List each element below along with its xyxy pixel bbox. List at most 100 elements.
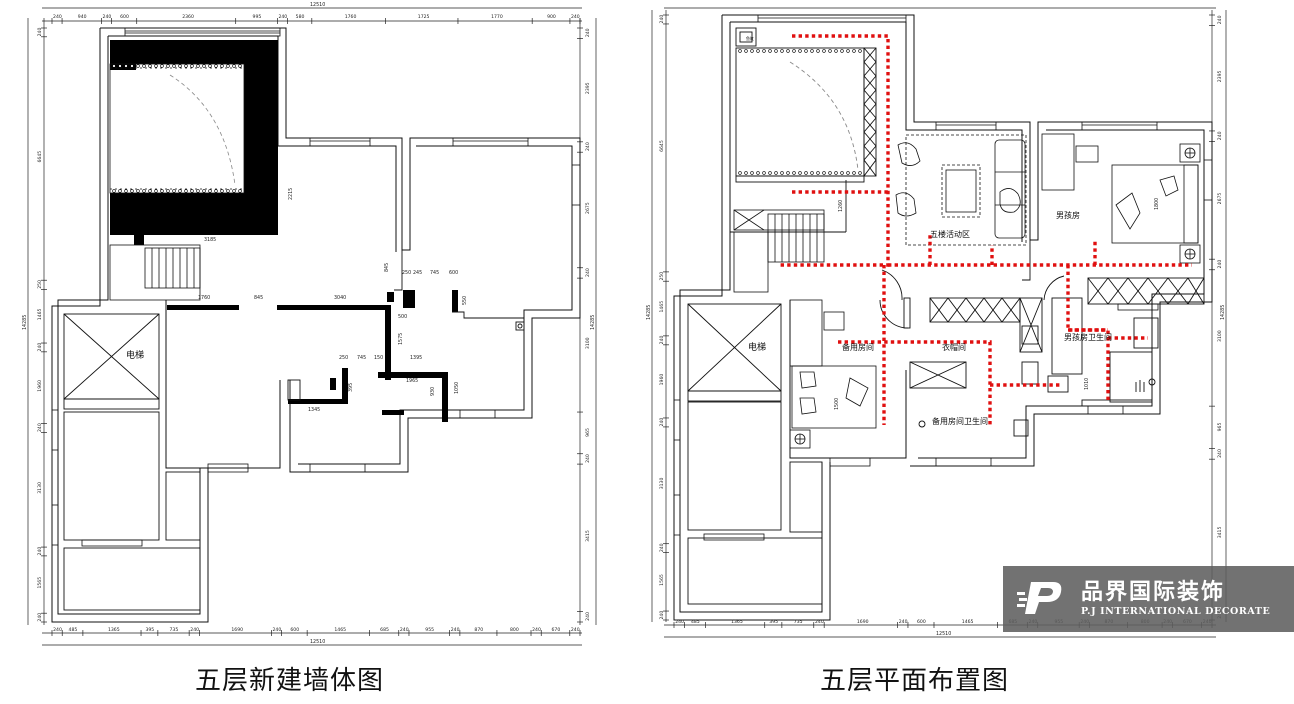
dim-label: 670 xyxy=(552,627,561,633)
lower-rooms-left xyxy=(63,379,301,611)
dim-label: 500 xyxy=(398,314,407,320)
void-bead-row xyxy=(738,49,862,175)
activity-furniture xyxy=(895,134,1027,246)
dim-label: 240 xyxy=(585,454,591,463)
dim-label: 240 xyxy=(272,627,281,633)
bead-dot xyxy=(196,189,200,193)
bead-dot xyxy=(816,171,820,175)
dim-label: 3185 xyxy=(204,237,216,243)
bead-dot xyxy=(178,189,182,193)
dimension-ticks-bottom xyxy=(51,630,581,636)
dim-total-left: 14285 xyxy=(646,305,652,320)
dim-label: 735 xyxy=(170,627,179,633)
caption-layout-plan: 五层平面布置图 xyxy=(820,666,1010,696)
room-label-closet: 衣帽间 xyxy=(942,342,966,352)
dim-total-bottom: 12510 xyxy=(936,631,951,637)
skylight-bead-row xyxy=(112,64,242,193)
bead-dot xyxy=(220,64,224,68)
dim-label: 240 xyxy=(675,619,684,625)
dim-label: 240 xyxy=(571,14,580,20)
dim-label: 3100 xyxy=(1217,330,1223,342)
bead-dot xyxy=(172,64,176,68)
bead-dot xyxy=(840,171,844,175)
bead-dot xyxy=(214,189,218,193)
bead-dot xyxy=(166,64,170,68)
dim-label: 1960 xyxy=(37,380,43,392)
brand-name-en: P.J INTERNATIONAL DECORATE xyxy=(1081,606,1271,617)
bead-dot xyxy=(154,64,158,68)
bead-dot xyxy=(214,64,218,68)
dimension-frame-right xyxy=(651,7,1227,638)
dim-total-top: 12510 xyxy=(310,2,325,8)
dim-label: 485 xyxy=(691,619,700,625)
dim-label: 600 xyxy=(917,619,926,625)
bead-dot xyxy=(190,64,194,68)
dim-label: 900 xyxy=(547,14,556,20)
boys-room-furniture xyxy=(1041,133,1201,264)
dim-label: 1260 xyxy=(838,200,844,212)
dim-label: 240 xyxy=(659,611,665,620)
dim-label: 485 xyxy=(69,627,78,633)
dim-label: 250 xyxy=(402,270,411,276)
outer-dimension-labels: 12510 12510 14285 14285 xyxy=(22,2,596,645)
dim-label: 1395 xyxy=(410,355,422,361)
lower-rooms-right xyxy=(687,401,823,605)
bead-dot xyxy=(124,189,128,193)
dim-label: 240 xyxy=(659,336,665,345)
void-with-bead-frame-right xyxy=(730,27,877,233)
inner-partitions-left xyxy=(394,250,525,331)
room-label-guest-bath: 备用房间卫生间 xyxy=(932,416,988,426)
bead-dot xyxy=(166,189,170,193)
bead-dot xyxy=(142,64,146,68)
dim-label: 240 xyxy=(1217,449,1223,458)
circulation-path xyxy=(780,34,1192,425)
bead-dot xyxy=(798,49,802,53)
dim-label: 600 xyxy=(449,270,458,276)
dim-label: 965 xyxy=(585,428,591,437)
inner-dimension-labels: 2215 3185 1760 845 3040 845 250 245 745 … xyxy=(198,188,468,413)
dim-label: 240 xyxy=(451,627,460,633)
bead-dot xyxy=(810,171,814,175)
dim-label: 3100 xyxy=(585,337,591,349)
outer-walls-right xyxy=(673,14,1213,621)
dim-label: 240 xyxy=(585,28,591,37)
bead-dot xyxy=(762,49,766,53)
bead-dot xyxy=(112,189,116,193)
dim-label: 240 xyxy=(400,627,409,633)
bead-dot xyxy=(238,64,242,68)
bead-dot xyxy=(774,49,778,53)
bead-dot xyxy=(202,64,206,68)
dim-label: 150 xyxy=(374,355,383,361)
dim-label: 3040 xyxy=(334,295,346,301)
room-label-boys-room: 男孩房 xyxy=(1056,210,1080,220)
bead-dot xyxy=(804,171,808,175)
dim-label: 1465 xyxy=(659,301,665,313)
dim-label: 745 xyxy=(357,355,366,361)
dim-label: 1760 xyxy=(345,14,357,20)
outer-walls xyxy=(51,27,581,623)
dim-label: 735 xyxy=(794,619,803,625)
dimension-ticks-side xyxy=(41,27,583,623)
bead-dot xyxy=(744,49,748,53)
bead-dot xyxy=(792,171,796,175)
stair-left xyxy=(109,244,201,301)
bead-dot xyxy=(738,49,742,53)
dim-label: 1690 xyxy=(857,619,869,625)
dim-label: 240 xyxy=(815,619,824,625)
bead-dot xyxy=(118,189,122,193)
outer-dimension-labels-right: 12510 14285 14285 xyxy=(646,305,1226,637)
brand-name-cn: 品界国际装饰 xyxy=(1081,580,1226,605)
dim-label: 6645 xyxy=(37,151,43,163)
elevator-shaft-left xyxy=(63,313,160,410)
dim-label: 550 xyxy=(462,296,468,305)
dim-label: 240 xyxy=(899,619,908,625)
bead-dot xyxy=(220,189,224,193)
dim-label: 2675 xyxy=(585,202,591,214)
dim-label: 6645 xyxy=(659,140,665,152)
stair-right xyxy=(733,209,825,293)
dim-label: 240 xyxy=(37,547,43,556)
dim-label: 800 xyxy=(510,627,519,633)
dim-label: 600 xyxy=(120,14,129,20)
dim-label: 2215 xyxy=(288,188,294,200)
